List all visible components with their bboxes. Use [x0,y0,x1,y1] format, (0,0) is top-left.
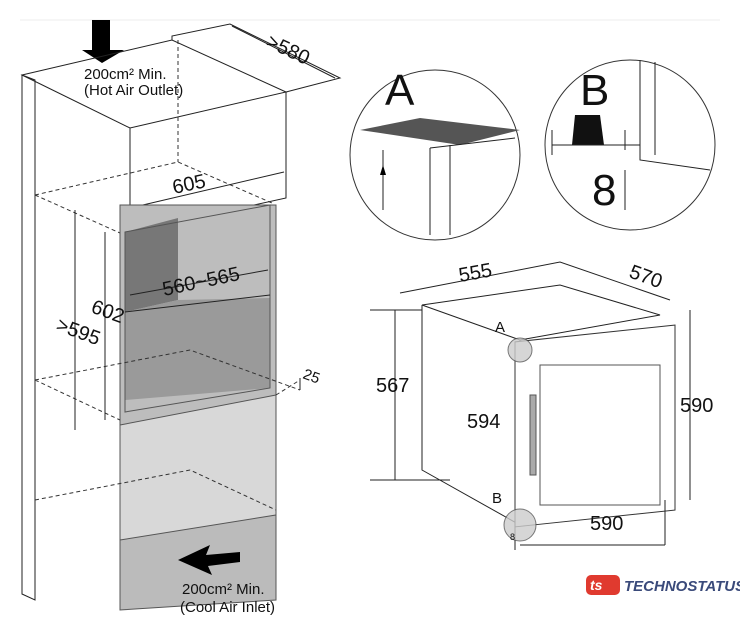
technostatus-logo: ts TECHNOSTATUS [586,575,740,595]
depth-dimension: >580 [263,31,313,70]
detail-b-letter: B [580,66,609,115]
appliance-drawing [370,261,691,550]
outlet-area-label: 200cm² Min. [84,66,167,83]
outlet-name-label: (Hot Air Outlet) [84,82,183,99]
inlet-area-label: 200cm² Min. [182,581,265,598]
appliance-width-dimension: 555 [457,259,494,286]
marker-b: B [492,490,502,507]
cool-air-arrow-icon [178,545,240,575]
detail-a-letter: A [385,66,415,115]
door-open-depth-dimension: 590 [590,513,623,535]
hot-air-arrow-icon [82,20,124,63]
logo-mark: ts [590,577,603,593]
min-height-dimension: >595 [53,314,103,350]
marker-b-gap: 8 [510,532,515,542]
detail-a-circle [349,69,521,241]
niche-drawing [20,20,342,611]
detail-b-gap: 8 [592,166,616,215]
appliance-height-dimension: 567 [376,375,409,397]
inlet-name-label: (Cool Air Inlet) [180,599,275,616]
appliance-depth-dimension: 570 [626,261,665,293]
total-height-dimension: 590 [680,395,713,417]
marker-a: A [495,319,505,336]
width-dimension: 605 [170,170,207,198]
gap-dimension: 25 [301,366,322,388]
door-height-dimension: 594 [467,411,500,433]
detail-b-circle [544,59,716,231]
logo-brand: TECHNOSTATUS [624,578,740,595]
